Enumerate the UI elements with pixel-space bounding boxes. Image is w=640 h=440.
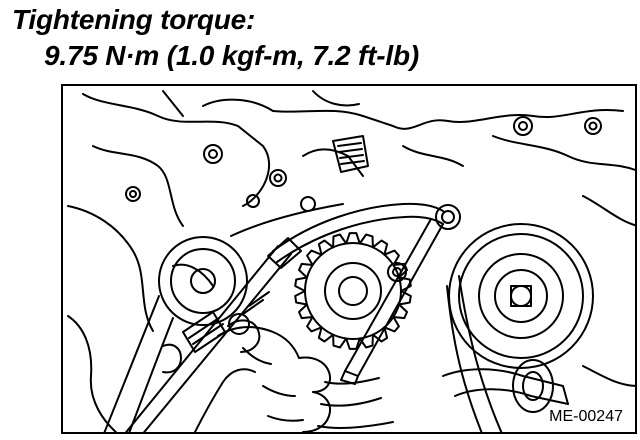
lower-bracket bbox=[442, 359, 635, 413]
timing-belt bbox=[103, 203, 503, 432]
sprocket-tooth-profile bbox=[294, 232, 412, 350]
figure-code: ME-00247 bbox=[547, 408, 625, 426]
engine-block-outline bbox=[67, 90, 635, 432]
tensioner-pulley bbox=[448, 223, 594, 369]
pulley-holder-tool bbox=[272, 202, 461, 385]
engine-illustration-frame: ME-00247 bbox=[61, 84, 637, 434]
block-bolts bbox=[125, 116, 602, 212]
torque-wrench bbox=[124, 237, 302, 432]
hand bbox=[193, 326, 394, 432]
left-pulley bbox=[158, 236, 248, 326]
bracket bbox=[332, 135, 369, 173]
sprocket-teeth bbox=[294, 232, 412, 350]
engine-illustration bbox=[67, 90, 635, 432]
socket-parts bbox=[162, 311, 250, 374]
spec-title: Tightening torque: bbox=[12, 4, 256, 35]
torque-value: 9.75 N·m (1.0 kgf-m, 7.2 ft-lb) bbox=[44, 40, 419, 71]
